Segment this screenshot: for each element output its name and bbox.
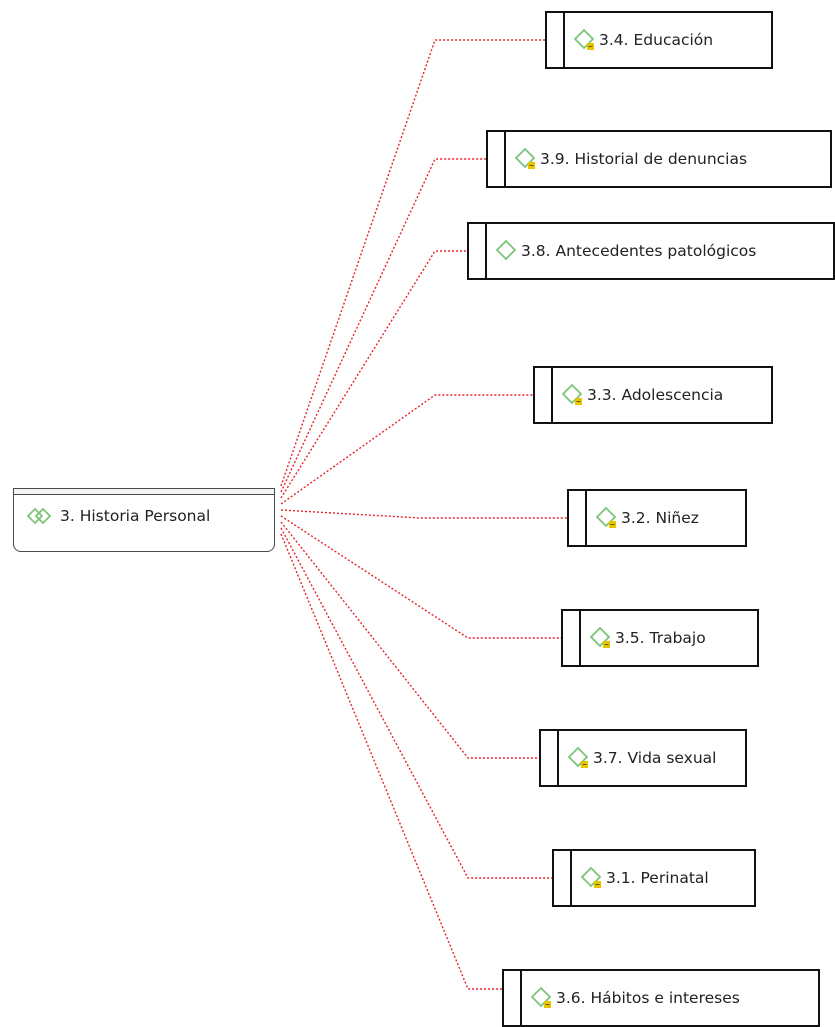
root-node-historia-personal[interactable]: 3. Historia Personal [13,488,275,552]
diamond-note-icon [567,746,589,768]
child-node-trabajo[interactable]: 3.5. Trabajo [561,609,759,667]
child-node-label: 3.6. Hábitos e intereses [556,989,740,1007]
diamond-note-icon [573,28,595,50]
child-node-habitos-intereses[interactable]: 3.6. Hábitos e intereses [502,969,820,1027]
child-node-label: 3.5. Trabajo [615,629,706,647]
node-side-strip [485,224,487,278]
connector-habitos-intereses [280,533,502,990]
diamond-note-icon [530,986,552,1008]
child-node-label: 3.7. Vida sexual [593,749,717,767]
node-side-strip [563,13,565,67]
node-side-strip [570,851,572,905]
child-node-label: 3.3. Adolescencia [587,386,724,404]
connector-adolescencia [280,394,533,505]
diamond-note-icon [589,626,611,648]
connector-vida-sexual [280,521,539,759]
child-node-label: 3.2. Niñez [621,509,699,527]
connector-historial-denuncias [280,158,486,493]
diamond-icon [495,239,517,261]
connector-antecedentes-patologicos [280,250,467,499]
double-diamond-icon [26,507,52,525]
node-side-strip [585,491,587,545]
node-side-strip [504,132,506,186]
diamond-note-icon [514,147,536,169]
diamond-note-icon [595,506,617,528]
child-node-label: 3.4. Educación [599,31,714,49]
child-node-label: 3.1. Perinatal [606,869,709,887]
root-node-header-bar [13,488,275,495]
connector-trabajo [280,515,561,639]
node-side-strip [520,971,522,1025]
diamond-note-icon [580,866,602,888]
connector-perinatal [280,527,552,879]
diamond-note-icon [561,383,583,405]
connector-ninez [280,509,567,519]
child-node-vida-sexual[interactable]: 3.7. Vida sexual [539,729,747,787]
child-node-antecedentes-patologicos[interactable]: 3.8. Antecedentes patológicos [467,222,835,280]
node-side-strip [557,731,559,785]
connector-educacion [280,39,545,487]
child-node-ninez[interactable]: 3.2. Niñez [567,489,747,547]
root-node-label: 3. Historia Personal [60,507,211,525]
child-node-educacion[interactable]: 3.4. Educación [545,11,773,69]
child-node-historial-denuncias[interactable]: 3.9. Historial de denuncias [486,130,832,188]
node-side-strip [551,368,553,422]
node-side-strip [579,611,581,665]
child-node-adolescencia[interactable]: 3.3. Adolescencia [533,366,773,424]
child-node-label: 3.8. Antecedentes patológicos [521,242,757,260]
child-node-label: 3.9. Historial de denuncias [540,150,748,168]
child-node-perinatal[interactable]: 3.1. Perinatal [552,849,756,907]
